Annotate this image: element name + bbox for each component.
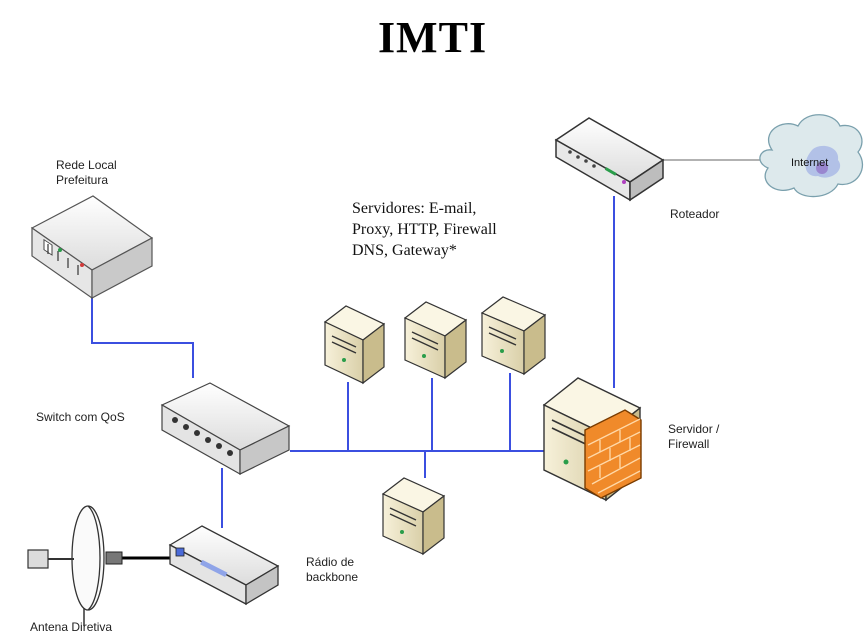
router-icon	[554, 117, 665, 202]
cloud-icon: Internet	[759, 114, 864, 198]
internet-label: Internet	[791, 157, 828, 169]
diagram-title: IMTI	[377, 13, 488, 62]
antena-label: Antena Diretiva	[30, 620, 113, 634]
firewall-icon	[584, 409, 642, 499]
servers-description: Servidores: E-mail, Proxy, HTTP, Firewal…	[352, 200, 497, 259]
server-icon	[403, 301, 468, 380]
radio-label: Rádio de backbone	[306, 555, 359, 584]
network-links	[91, 196, 615, 528]
switch-label: Switch com QoS	[36, 410, 125, 424]
roteador-label: Roteador	[670, 207, 720, 221]
servidor-firewall-label: Servidor / Firewall	[668, 422, 720, 451]
radio-icon	[168, 525, 280, 606]
link-rede-switch	[91, 296, 194, 378]
server-icon	[381, 477, 446, 556]
hub-icon	[30, 195, 154, 300]
server-icon	[480, 296, 547, 376]
switch-icon	[160, 382, 291, 476]
server-icon	[323, 305, 386, 385]
rede-local-label: Rede Local Prefeitura	[56, 158, 117, 187]
firewall-server-icon	[542, 377, 642, 502]
dish-antenna-icon	[27, 505, 123, 626]
